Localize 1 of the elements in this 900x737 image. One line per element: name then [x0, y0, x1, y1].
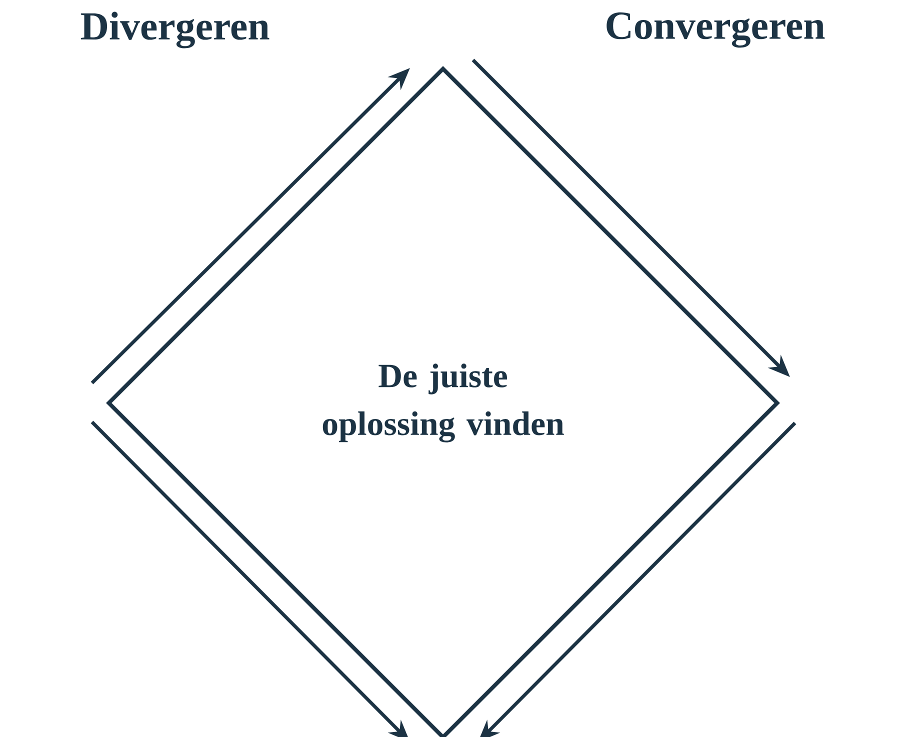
heading-label: Convergeren — [606, 12, 825, 48]
